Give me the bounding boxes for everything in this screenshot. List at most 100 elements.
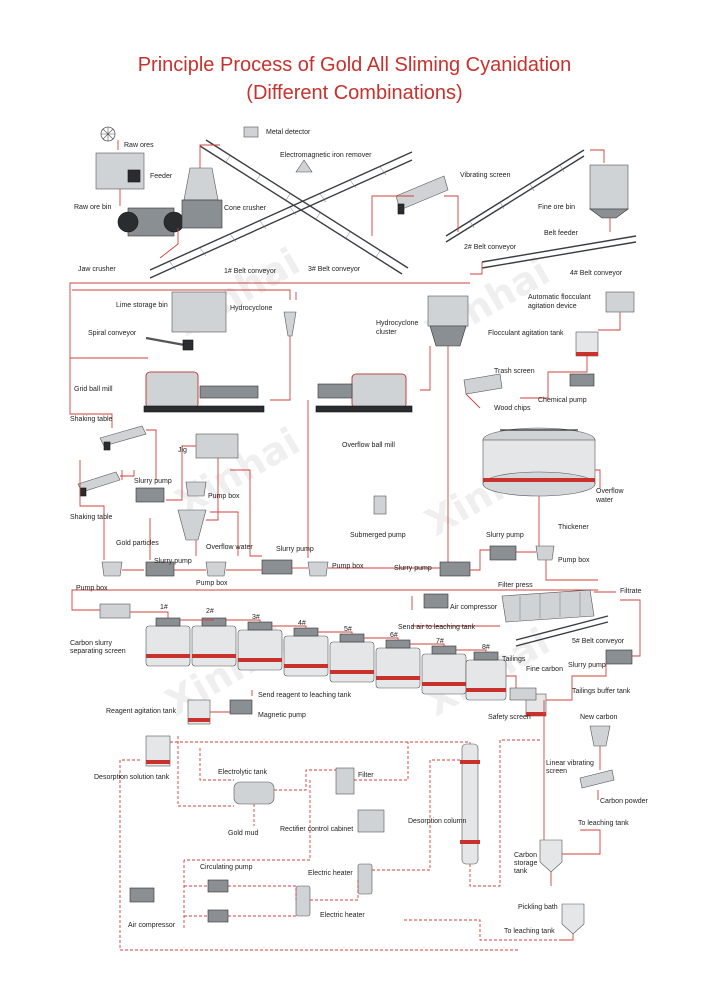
fine-ore-bin-icon xyxy=(589,164,629,219)
label-raw-ores: Raw ores xyxy=(124,142,154,149)
pickling-bath-icon xyxy=(561,903,585,935)
electric-heater-b-icon xyxy=(295,885,311,917)
label-pickling-bath: Pickling bath xyxy=(518,904,558,911)
label-belt-conveyor-1: 1# Belt conveyor xyxy=(224,268,277,275)
label-electric-heater-a: Electric heater xyxy=(308,870,353,877)
label-lime-storage-bin: Lime storage bin xyxy=(116,302,168,309)
belt-conveyor-5-icon xyxy=(515,615,609,647)
label-to-leaching-tank-b: To leaching tank xyxy=(504,928,555,935)
leaching-tank-6-icon xyxy=(375,639,421,689)
label-filter: Filter xyxy=(358,772,374,779)
label-fine-ore-bin: Fine ore bin xyxy=(538,204,575,211)
spiral-conveyor-icon xyxy=(145,336,194,351)
shaking-table-b-icon xyxy=(77,471,121,497)
label-vibrating-screen: Vibrating screen xyxy=(460,172,511,179)
label-wood-chips: Wood chips xyxy=(494,405,531,412)
carbon-storage-tank-icon xyxy=(539,839,563,873)
iron-remover-icon xyxy=(295,159,313,173)
trash-screen-icon xyxy=(463,373,503,395)
label-safety-screen: Safety screen xyxy=(488,714,531,721)
belt-conveyor-3-icon xyxy=(199,139,409,275)
overflow-ball-mill-icon xyxy=(315,373,413,413)
slurry-pump-d-icon xyxy=(439,561,471,577)
flocculant-tank-icon xyxy=(575,331,599,357)
label-electric-heater-b: Electric heater xyxy=(320,912,365,919)
belt-conveyor-1-icon xyxy=(149,151,413,279)
label-circulating-pump: Circulating pump xyxy=(200,864,253,871)
label-grid-ball-mill: Grid ball mill xyxy=(74,386,113,393)
new-carbon-icon xyxy=(589,725,611,747)
label-flocculant-device-1: Automatic flocculant xyxy=(528,294,591,301)
label-tank-5: 5# xyxy=(344,626,352,633)
pump-box-d-icon xyxy=(307,561,329,577)
belt-conveyor-2-icon xyxy=(445,149,585,243)
label-overflow-ball-mill: Overflow ball mill xyxy=(342,442,395,449)
carbon-screen-icon xyxy=(99,603,131,619)
label-hydrocyclone: Hydrocyclone xyxy=(230,305,273,312)
label-pump-box-c: Pump box xyxy=(196,580,228,587)
leaching-tank-7-icon xyxy=(421,645,467,695)
label-send-air: Send air to leaching tank xyxy=(398,624,476,631)
label-overflow-water-c-2: water xyxy=(596,497,614,504)
label-slurry-pump-a: Slurry pump xyxy=(134,478,172,485)
rectifier-cabinet-icon xyxy=(357,809,385,833)
page-title-line2: (Different Combinations) xyxy=(246,82,463,104)
label-tank-3: 3# xyxy=(252,614,260,621)
reagent-tank-icon xyxy=(187,699,211,725)
label-slurry-pump-b: Slurry pump xyxy=(154,558,192,565)
leaching-tank-5-icon xyxy=(329,633,375,683)
label-desorption-column: Desorption column xyxy=(408,818,467,825)
label-tank-4: 4# xyxy=(298,620,306,627)
label-magnetic-pump: Magnetic pump xyxy=(258,712,306,719)
pump-box-a-icon xyxy=(185,481,207,497)
label-gold-particles: Gold particles xyxy=(116,540,159,547)
slurry-pump-c-icon xyxy=(261,559,293,575)
label-rectifier: Rectifier control cabinet xyxy=(280,826,354,833)
label-air-compressor-b: Air compressor xyxy=(128,922,176,929)
label-carbon-powder: Carbon powder xyxy=(600,798,648,805)
label-filter-press: Filter press xyxy=(498,582,533,589)
label-tailings: Tailings xyxy=(502,656,526,663)
belt-conveyor-4-icon xyxy=(481,235,637,269)
flocculant-device-icon xyxy=(605,291,635,313)
label-linear-vibrating-2: screen xyxy=(546,768,568,775)
label-to-leaching-tank-a: To leaching tank xyxy=(578,820,629,827)
slurry-pump-b-icon xyxy=(145,561,175,577)
label-feeder: Feeder xyxy=(150,173,173,180)
label-slurry-pump-c: Slurry pump xyxy=(276,546,314,553)
label-air-compressor-a: Air compressor xyxy=(450,604,498,611)
filter-press-icon xyxy=(501,589,595,623)
lime-storage-bin-icon xyxy=(171,291,227,333)
label-slurry-pump-f: Slurry pump xyxy=(568,662,606,669)
magnetic-pump-icon xyxy=(229,699,253,715)
label-electrolytic-tank: Electrolytic tank xyxy=(218,769,268,776)
pump-box-c-icon xyxy=(205,561,227,577)
label-belt-conveyor-4: 4# Belt conveyor xyxy=(570,270,623,277)
cone-crusher-icon xyxy=(181,167,223,229)
electrolytic-tank-icon xyxy=(233,781,275,805)
centrifuge-icon xyxy=(177,509,207,541)
label-shaking-table-b: Shaking table xyxy=(70,514,113,521)
label-flocculant-tank: Flocculant agitation tank xyxy=(488,330,564,337)
label-pump-box-b: Pump box xyxy=(76,585,108,592)
page-title-line1: Principle Process of Gold All Sliming Cy… xyxy=(137,54,572,76)
pump-box-b-icon xyxy=(101,561,123,577)
label-overflow-water-c-1: Overflow xyxy=(596,488,624,495)
shaking-table-a-icon xyxy=(99,425,147,451)
label-iron-remover: Electromagnetic iron remover xyxy=(280,152,372,159)
label-overflow-water: Overflow water xyxy=(206,544,253,551)
jaw-crusher-icon xyxy=(117,207,185,237)
label-shaking-table-a: Shaking table xyxy=(70,416,113,423)
vibrating-screen-icon xyxy=(395,175,449,215)
leaching-tank-1-icon xyxy=(145,617,191,667)
label-hydrocyclone-cluster-1: Hydrocyclone xyxy=(376,320,419,327)
label-send-reagent: Send reagent to leaching tank xyxy=(258,692,352,699)
electric-heater-a-icon xyxy=(357,863,373,895)
label-pump-box-e: Pump box xyxy=(558,557,590,564)
label-tank-2: 2# xyxy=(206,608,214,615)
safety-screen-icon xyxy=(509,687,537,701)
circulating-pump-icon xyxy=(207,879,229,923)
label-gold-mud: Gold mud xyxy=(228,830,259,837)
hydrocyclone-cluster-icon xyxy=(427,295,469,347)
